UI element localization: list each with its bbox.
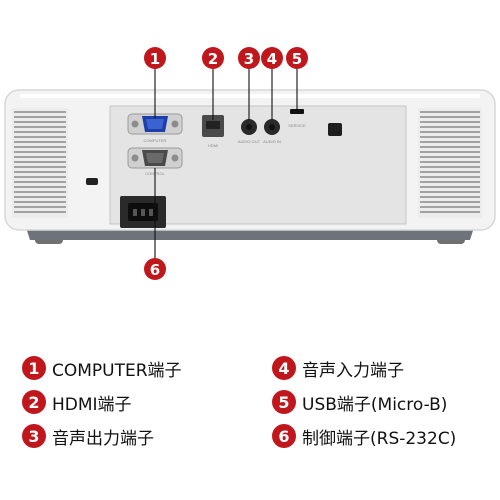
control-port [127,147,183,169]
legend-badge: 6 [272,424,296,448]
callout-1: 1 [144,47,166,69]
legend-label: COMPUTER端子 [52,360,182,381]
callout-2: 2 [202,47,224,69]
port-legend: 1 COMPUTER端子 2 HDMI端子 3 音声出力端子 4 音声入力端子 … [0,355,500,465]
legend-item-audio-in: 4 音声入力端子 [272,355,404,381]
left-vent [12,108,68,218]
legend-label: 制御端子(RS-232C) [302,428,457,449]
callout-6: 6 [144,258,166,280]
legend-label: HDMI端子 [52,394,132,415]
legend-item-audio-out: 3 音声出力端子 [22,423,154,449]
right-vent [418,108,482,218]
audio-in-label: AUDIO IN [263,139,281,144]
hdmi-port [202,115,224,137]
legend-item-computer: 1 COMPUTER端子 [22,355,182,381]
svg-text:5: 5 [292,50,302,68]
callout-3: 3 [238,47,260,69]
legend-badge: 3 [22,424,46,448]
svg-text:3: 3 [244,50,254,68]
svg-text:1: 1 [150,50,160,68]
svg-text:2: 2 [208,50,218,68]
projector-rear-diagram: COMPUTER CONTROL HDMI AUDIO OUT AUDIO IN… [4,47,496,280]
power-inlet [120,196,166,228]
legend-badge: 2 [22,390,46,414]
legend-badge: 4 [272,356,296,380]
legend-label: 音声入力端子 [302,360,404,381]
audio-in-port [264,119,280,135]
usb-port [290,109,304,114]
service-port-label: SERVICE [288,123,306,128]
svg-text:4: 4 [267,50,277,68]
ir-receiver [328,123,342,136]
audio-out-port [241,119,257,135]
audio-out-label: AUDIO OUT [238,139,261,144]
hdmi-port-label: HDMI [208,143,218,148]
computer-port-label: COMPUTER [144,138,167,143]
legend-item-hdmi: 2 HDMI端子 [22,389,132,415]
callout-5: 5 [286,47,308,69]
legend-item-control: 6 制御端子(RS-232C) [272,423,456,449]
callout-4: 4 [261,47,283,69]
computer-port [127,113,183,135]
legend-badge: 5 [272,390,296,414]
svg-text:6: 6 [150,261,160,279]
top-edge [20,94,480,98]
legend-badge: 1 [22,356,46,380]
security-slot [86,178,98,185]
legend-label: USB端子(Micro-B) [302,394,448,415]
legend-label: 音声出力端子 [52,428,154,449]
legend-item-usb: 5 USB端子(Micro-B) [272,389,447,415]
leader-lines [154,68,298,258]
